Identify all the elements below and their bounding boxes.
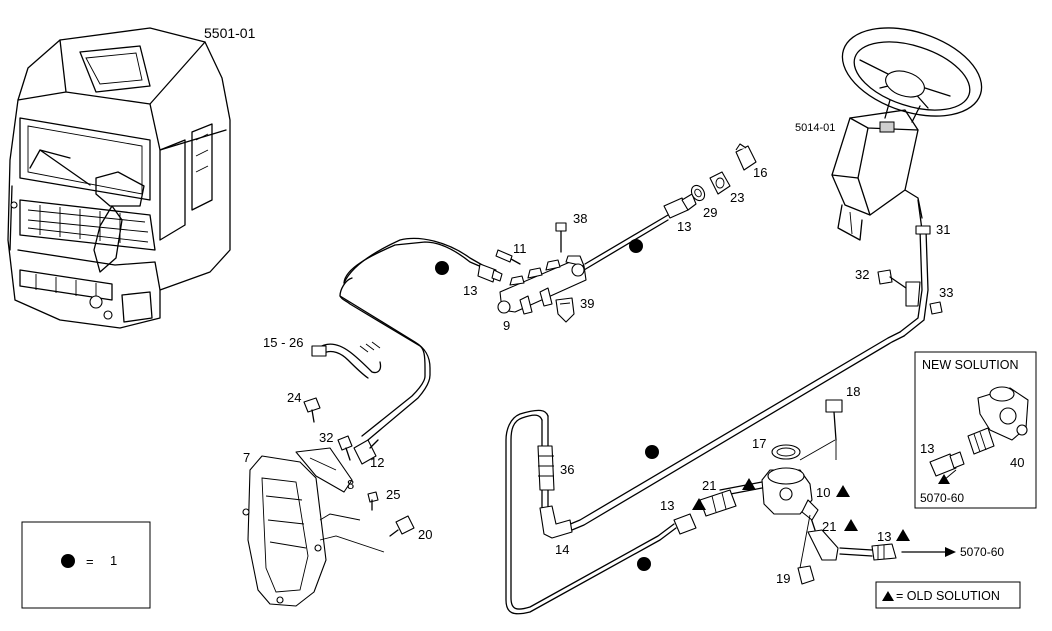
old-solution-markers [692, 478, 910, 541]
label-32-right: 32 [855, 267, 869, 282]
label-36: 36 [560, 462, 574, 477]
part-labels: 5501-01 5014-01 16 23 29 13 38 11 13 9 3… [204, 25, 1004, 586]
legend-old-solution-text: = OLD SOLUTION [896, 589, 1000, 603]
label-14: 14 [555, 542, 569, 557]
legend-old-solution-box: = OLD SOLUTION [875, 581, 1021, 609]
label-25: 25 [386, 487, 400, 502]
label-10: 10 [816, 485, 830, 500]
legend-triangle-icon [882, 591, 894, 601]
label-13-lower-right: 13 [877, 529, 891, 544]
legend-dot-box: = 1 [21, 521, 151, 609]
hydraulic-pipes [339, 199, 929, 615]
label-9: 9 [503, 318, 510, 333]
group-code-label: 5501-01 [204, 25, 256, 41]
new-solution-ref: 5070-60 [920, 491, 964, 505]
label-31: 31 [936, 222, 950, 237]
label-32-left: 32 [319, 430, 333, 445]
label-21-right: 21 [822, 519, 836, 534]
label-13-top: 13 [677, 219, 691, 234]
label-23: 23 [730, 190, 744, 205]
label-13-left: 13 [463, 283, 477, 298]
label-12: 12 [370, 455, 384, 470]
ref-group-label: 5014-01 [795, 122, 835, 134]
legend-dot-icon [61, 554, 75, 568]
label-arrow-ref: 5070-60 [960, 545, 1004, 559]
label-21-left: 21 [702, 478, 716, 493]
label-17: 17 [752, 436, 766, 451]
quantity-dots [435, 239, 659, 571]
label-38: 38 [573, 211, 587, 226]
label-19: 19 [776, 571, 790, 586]
label-8: 8 [347, 477, 354, 492]
label-20: 20 [418, 527, 432, 542]
label-33: 33 [939, 285, 953, 300]
label-15-26: 15 - 26 [263, 335, 303, 350]
label-29: 29 [703, 205, 717, 220]
new-solution-label-13: 13 [920, 441, 934, 456]
label-24: 24 [287, 390, 301, 405]
label-7: 7 [243, 450, 250, 465]
reference-arrow [901, 547, 956, 557]
new-solution-title: NEW SOLUTION [922, 358, 1019, 372]
label-16: 16 [753, 165, 767, 180]
legend-dot-value: 1 [110, 553, 117, 568]
label-18: 18 [846, 384, 860, 399]
truck-cab-illustration [7, 27, 231, 329]
label-39: 39 [580, 296, 594, 311]
new-solution-label-40: 40 [1010, 455, 1024, 470]
parts [242, 143, 943, 607]
new-solution-box: NEW SOLUTION 13 40 5070-60 [914, 351, 1037, 509]
label-13-lower-left: 13 [660, 498, 674, 513]
legend-dot-equals: = [86, 554, 94, 569]
steering-column-illustration [831, 27, 983, 241]
label-11: 11 [513, 241, 527, 256]
